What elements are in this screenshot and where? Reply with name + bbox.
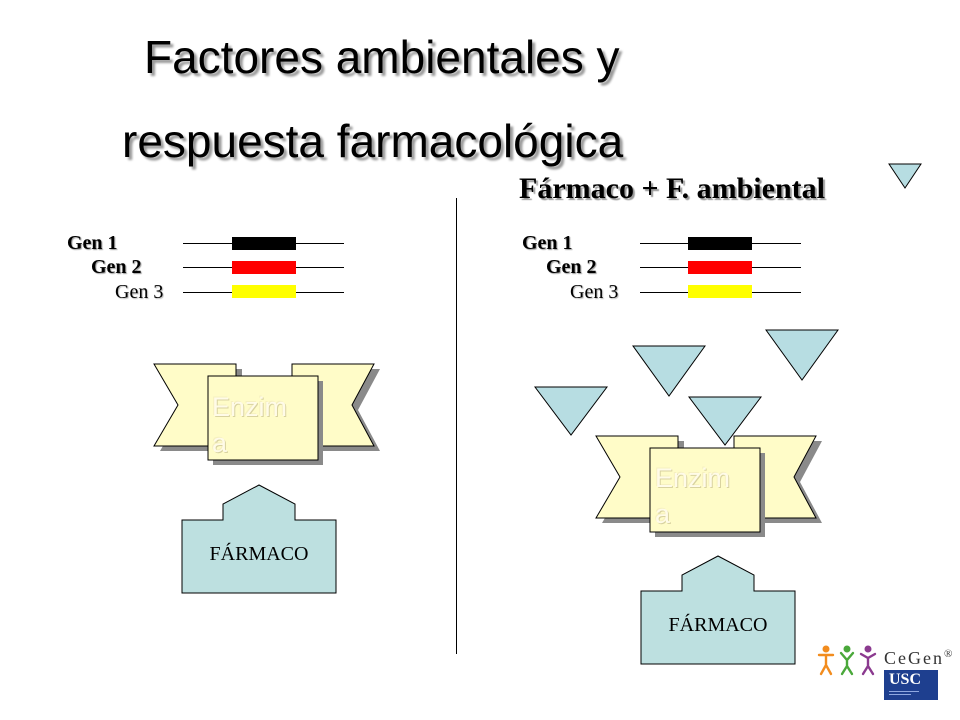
environmental-factor-triangle (888, 163, 922, 189)
environmental-factor-triangle (534, 386, 608, 436)
gene-label-1-right: Gen 1 (522, 232, 573, 254)
drug-label: FÁRMACO (209, 543, 309, 565)
gene-bar-2 (232, 261, 296, 274)
gene-bar-1-right (688, 237, 752, 250)
gene-label-2: Gen 2 (91, 256, 142, 278)
enzyme-label: Enzim a (212, 392, 288, 458)
environmental-factor-triangle (632, 345, 706, 397)
environmental-factor-triangle (688, 396, 762, 446)
usc-logo: USC (884, 670, 938, 700)
gene-label-3-right: Gen 3 (570, 281, 619, 303)
drug-label-right: FÁRMACO (668, 614, 768, 636)
enzyme-ribbon-right (595, 435, 822, 537)
gene-bar-2-right (688, 261, 752, 274)
gene-bar-1 (232, 237, 296, 250)
people-figures-icon (817, 645, 877, 676)
gene-bar-3 (232, 285, 296, 298)
gene-bar-3-right (688, 285, 752, 298)
enzyme-ribbon (153, 363, 380, 465)
slide-title-line2: respuesta farmacológica (122, 115, 624, 167)
slide-title-line1: Factores ambientales y (144, 31, 620, 83)
cegen-wordmark: CeGen® (884, 648, 955, 668)
enzyme-label-right: Enzim a (655, 463, 731, 529)
drug-shape (181, 484, 337, 594)
drug-shape-right (640, 555, 796, 665)
gene-label-1: Gen 1 (67, 232, 118, 254)
gene-label-2-right: Gen 2 (546, 256, 597, 278)
panel-divider (456, 198, 457, 654)
gene-label-3: Gen 3 (115, 281, 164, 303)
right-panel-heading: Fármaco + F. ambiental (519, 172, 825, 205)
environmental-factor-triangle (765, 329, 839, 381)
